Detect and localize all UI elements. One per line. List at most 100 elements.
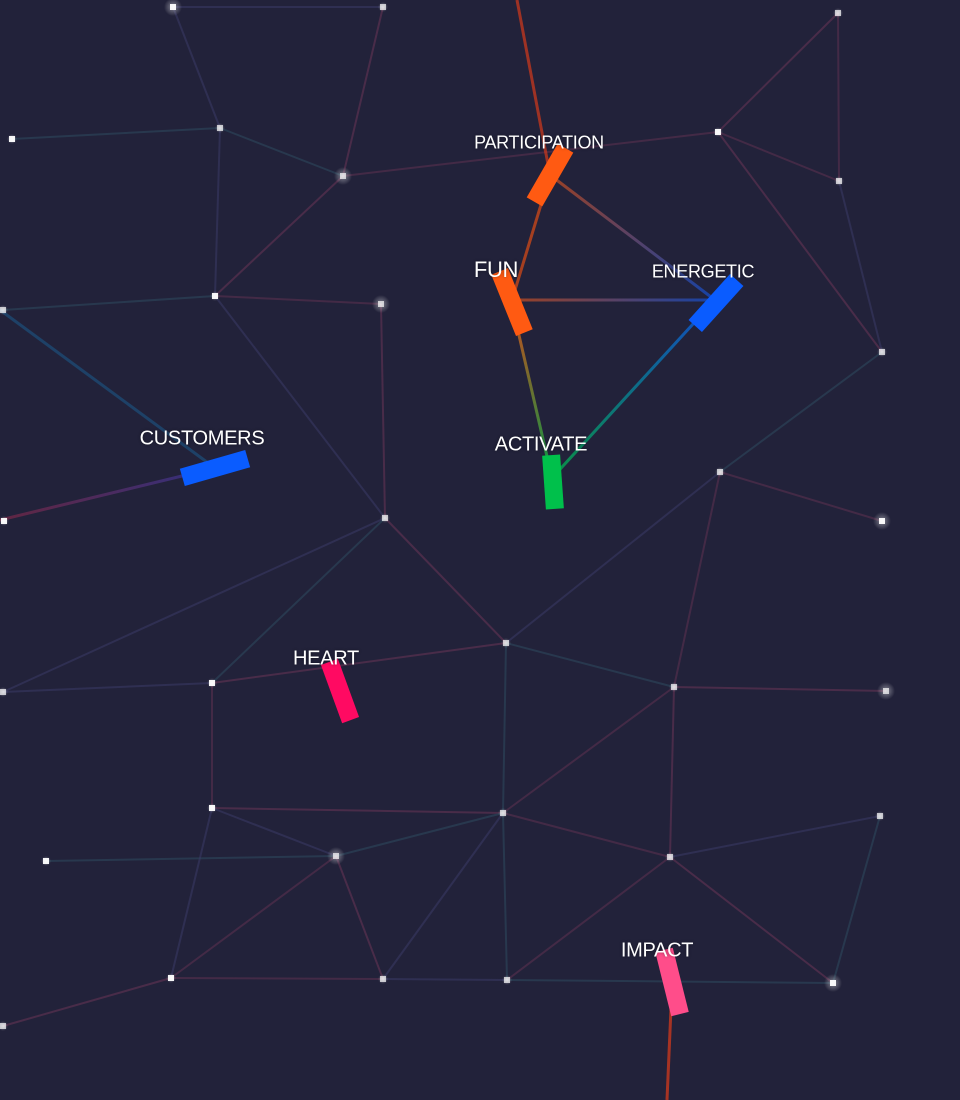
star-node — [0, 1023, 6, 1029]
star-node — [504, 977, 510, 983]
edge-energetic-activate — [550, 298, 717, 480]
keyword-bar-activate[interactable] — [542, 454, 564, 510]
network-edge — [214, 295, 382, 305]
network-edge — [382, 812, 504, 980]
star-node — [667, 854, 673, 860]
network-edge — [505, 642, 675, 688]
edge-customers-left — [0, 466, 216, 522]
edge-customers-upper — [0, 308, 216, 470]
network-edge — [219, 127, 344, 177]
network-edge — [170, 977, 384, 980]
keyword-bar-fun[interactable] — [491, 268, 533, 336]
star-node — [340, 173, 346, 179]
keyword-label-impact[interactable]: IMPACT — [620, 939, 694, 962]
keyword-label-participation[interactable]: PARTICIPATION — [474, 132, 604, 153]
keyword-label-fun[interactable]: FUN — [473, 257, 519, 282]
star-node — [217, 125, 223, 131]
network-edge — [502, 812, 508, 981]
network-edge — [384, 517, 507, 644]
star-node — [717, 469, 723, 475]
network-edge — [669, 815, 881, 858]
network-edge — [506, 856, 671, 981]
star-node — [503, 640, 509, 646]
network-edge — [211, 642, 507, 684]
network-edge — [505, 471, 721, 644]
star-node — [9, 136, 15, 142]
star-node — [43, 858, 49, 864]
edge-top-participation — [515, 0, 552, 176]
star-node — [500, 810, 506, 816]
network-edge — [214, 295, 386, 519]
star-node — [168, 975, 174, 981]
network-edge — [335, 855, 384, 980]
network-edge — [832, 815, 881, 984]
network-edge — [211, 517, 386, 684]
keyword-bar-heart[interactable] — [320, 658, 360, 724]
star-node — [209, 805, 215, 811]
network-edge — [502, 812, 671, 858]
star-node — [0, 689, 6, 695]
network-edge — [669, 856, 834, 984]
star-node — [671, 684, 677, 690]
star-node — [883, 688, 889, 694]
star-node — [380, 4, 386, 10]
star-node — [170, 4, 176, 10]
network-edge — [45, 855, 337, 862]
network-edge — [211, 807, 337, 857]
star-node — [333, 853, 339, 859]
star-node — [877, 813, 883, 819]
edge-participation-energetic — [549, 173, 716, 302]
network-edge — [380, 303, 386, 519]
keyword-bar-participation[interactable] — [526, 143, 574, 207]
network-edge — [717, 131, 883, 353]
network-edge — [673, 686, 887, 692]
network-edge — [673, 471, 721, 688]
network-edge — [382, 978, 508, 981]
keyword-label-customers[interactable]: CUSTOMERS — [139, 427, 265, 450]
network-edge — [11, 127, 221, 140]
network-edge — [2, 977, 172, 1027]
keyword-label-activate[interactable]: ACTIVATE — [494, 433, 588, 456]
star-node — [836, 178, 842, 184]
star-nodes — [0, 0, 895, 1031]
star-node — [378, 301, 384, 307]
network-edge — [719, 351, 883, 473]
star-node — [380, 976, 386, 982]
network-edge — [838, 180, 883, 353]
keyword-edges — [0, 0, 717, 1100]
network-edge — [211, 807, 504, 814]
network-edge — [335, 812, 504, 857]
network-edge — [502, 686, 675, 814]
keyword-bar-energetic[interactable] — [688, 273, 744, 333]
network-edge — [669, 686, 675, 858]
network-edge — [342, 131, 719, 177]
star-node — [715, 129, 721, 135]
network-edge — [2, 295, 216, 311]
star-node — [382, 515, 388, 521]
network-edge — [2, 517, 386, 693]
network-edge — [170, 807, 213, 979]
network-edge — [342, 6, 384, 177]
network-edge — [502, 642, 507, 814]
keyword-bar-customers[interactable] — [179, 449, 251, 487]
network-edge — [172, 6, 221, 129]
network-edge — [170, 855, 337, 979]
network-edge — [719, 471, 883, 522]
network-edge — [2, 682, 213, 693]
keyword-label-heart[interactable]: HEART — [293, 647, 359, 670]
star-node — [1, 518, 7, 524]
star-node — [0, 307, 6, 313]
keyword-bar-impact[interactable] — [655, 947, 689, 1017]
star-node — [209, 680, 215, 686]
faint-edges — [2, 6, 887, 1027]
network-edge — [717, 131, 840, 182]
network-edge — [837, 12, 840, 182]
star-node — [212, 293, 218, 299]
star-node — [879, 349, 885, 355]
keyword-label-energetic[interactable]: ENERGETIC — [651, 261, 755, 282]
keyword-nodes — [179, 143, 744, 1017]
star-node — [830, 980, 836, 986]
star-node — [835, 10, 841, 16]
